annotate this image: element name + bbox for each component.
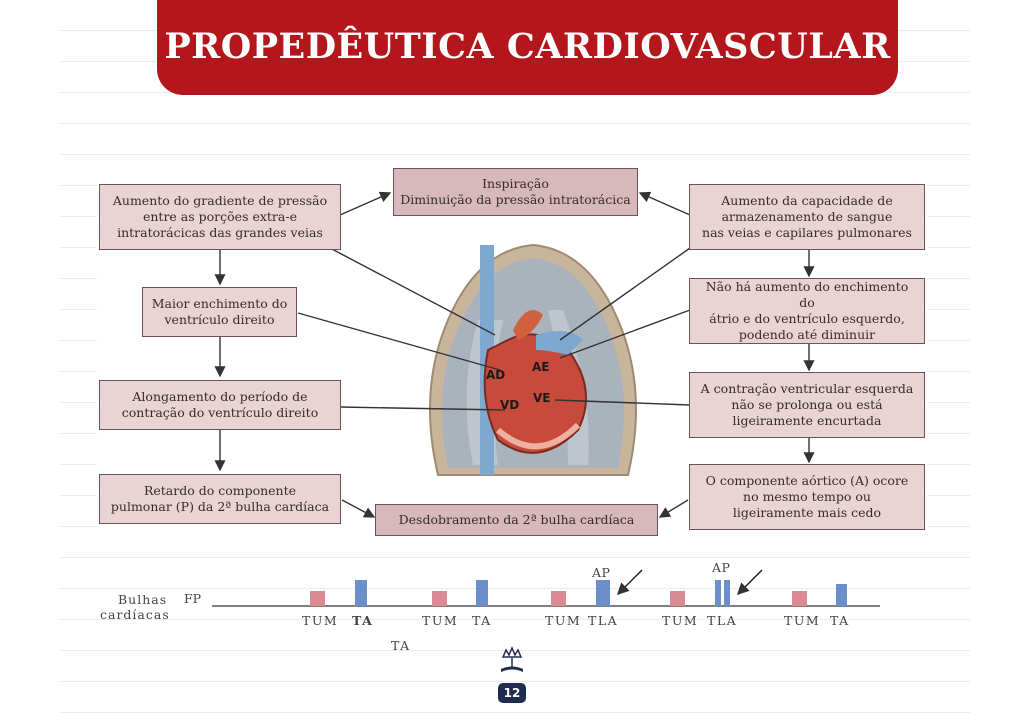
box-left-3: Alongamento do período de contração do v… bbox=[99, 380, 341, 430]
label-ad: AD bbox=[486, 368, 506, 382]
bar-s1-2 bbox=[432, 591, 447, 606]
label-vd: VD bbox=[500, 398, 520, 412]
sound-label-10: TA bbox=[830, 613, 850, 628]
crown-book-icon bbox=[501, 646, 523, 672]
heart-illustration: AD AE VD VE bbox=[418, 240, 648, 490]
bar-s2-1 bbox=[355, 580, 367, 606]
sound-label-1: TUM bbox=[302, 613, 339, 628]
box-right-4: O componente aórtico (A) ocore no mesmo … bbox=[689, 464, 925, 530]
sound-label-4: TA bbox=[472, 613, 492, 628]
bar-s1-3 bbox=[551, 591, 566, 606]
bar-s2-4a bbox=[715, 580, 721, 606]
label-ve: VE bbox=[533, 391, 551, 405]
box-left-2: Maior enchimento do ventrículo direito bbox=[142, 287, 297, 337]
sounds-label-1: Bulhas bbox=[118, 592, 168, 607]
box-inspiration: Inspiração Diminuição da pressão intrato… bbox=[393, 168, 638, 216]
ap-label-1: AP bbox=[592, 565, 611, 580]
sound-label-3: TUM bbox=[422, 613, 459, 628]
box-left-4: Retardo do componente pulmonar (P) da 2ª… bbox=[99, 474, 341, 524]
box-split-second-sound: Desdobramento da 2ª bulha cardíaca bbox=[375, 504, 658, 536]
bar-s2-2 bbox=[476, 580, 488, 606]
label-ae: AE bbox=[532, 360, 550, 374]
sound-label-5: TUM bbox=[545, 613, 582, 628]
sounds-label-2: cardíacas bbox=[100, 607, 170, 622]
stray-ta-label: TA bbox=[391, 638, 411, 653]
fp-label: FP bbox=[184, 591, 202, 606]
sound-label-7: TUM bbox=[662, 613, 699, 628]
sound-label-9: TUM bbox=[784, 613, 821, 628]
box-right-2: Não há aumento do enchimento do átrio e … bbox=[689, 278, 925, 344]
page-title: PROPEDÊUTICA CARDIOVASCULAR bbox=[164, 26, 891, 67]
bar-s2-3 bbox=[596, 580, 610, 606]
bar-s2-5 bbox=[836, 584, 847, 606]
sound-label-2: TA bbox=[352, 613, 374, 628]
box-right-3: A contração ventricular esquerda não se … bbox=[689, 372, 925, 438]
sound-label-8: TLA bbox=[707, 613, 738, 628]
sound-label-6: TLA bbox=[588, 613, 619, 628]
box-right-1: Aumento da capacidade de armazenamento d… bbox=[689, 184, 925, 250]
ap-label-2: AP bbox=[712, 560, 731, 575]
page-number: 12 bbox=[498, 683, 526, 703]
box-left-1: Aumento do gradiente de pressão entre as… bbox=[99, 184, 341, 250]
bar-s1-5 bbox=[792, 591, 807, 606]
bar-s1-4 bbox=[670, 591, 685, 606]
bar-s2-4b bbox=[724, 580, 730, 606]
title-banner: PROPEDÊUTICA CARDIOVASCULAR bbox=[157, 0, 898, 95]
bar-s1-1 bbox=[310, 591, 325, 606]
